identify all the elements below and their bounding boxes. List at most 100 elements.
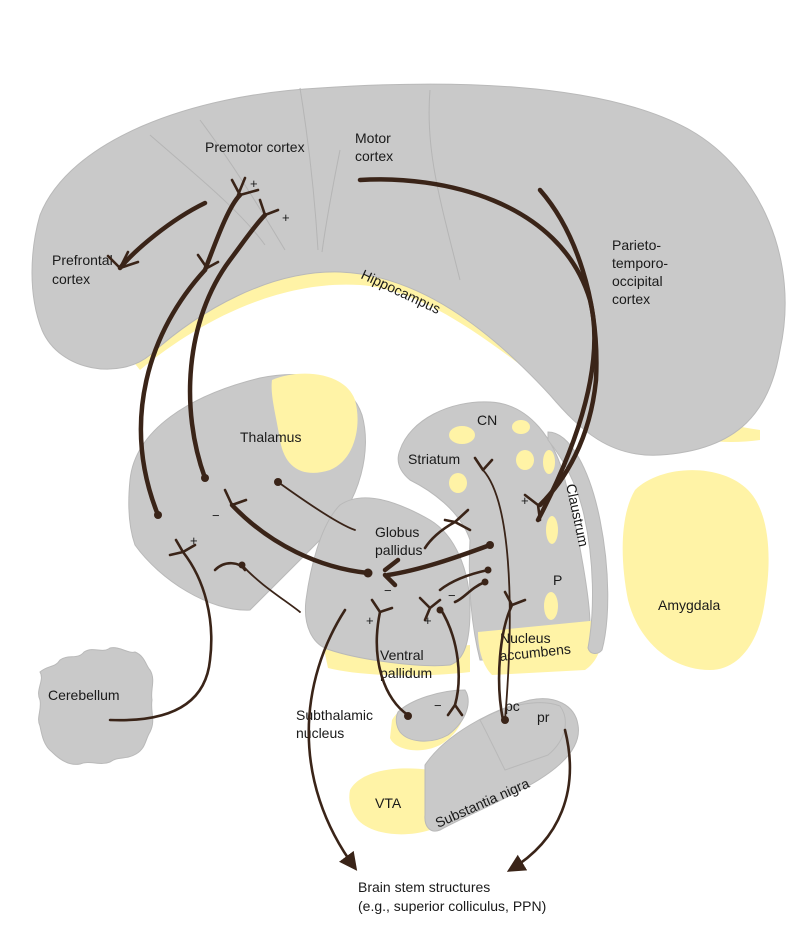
terminal-branch bbox=[446, 703, 464, 717]
cerebellum-shape bbox=[38, 647, 154, 765]
pathway-node bbox=[201, 474, 209, 482]
pathway bbox=[375, 610, 410, 717]
striatum-patch bbox=[546, 516, 558, 544]
cerebellum-label: Cerebellum bbox=[48, 687, 120, 703]
pathway-node bbox=[274, 478, 282, 486]
excitatory-sign: + bbox=[190, 533, 198, 548]
subthalamic-shape bbox=[395, 689, 469, 742]
pathways bbox=[106, 176, 599, 872]
pc-label: pc bbox=[505, 698, 520, 714]
pathway bbox=[482, 469, 511, 721]
striatum-label: Striatum bbox=[408, 451, 460, 467]
terminal-branch bbox=[523, 493, 550, 522]
pathway-node bbox=[238, 561, 246, 569]
pr-label: pr bbox=[537, 709, 550, 725]
globus-pallidus-region: Globus pallidus Ventral pallidum bbox=[304, 497, 471, 681]
pathway-to-brainstem bbox=[506, 728, 572, 872]
pathway bbox=[213, 561, 247, 572]
ventral-pallidum-label-line2: pallidum bbox=[380, 665, 432, 681]
prefrontal-cortex-label-line2: cortex bbox=[52, 271, 90, 287]
amygdala-label: Amygdala bbox=[658, 597, 720, 613]
pathway bbox=[423, 520, 457, 550]
excitatory-sign: + bbox=[366, 613, 374, 628]
inhibitory-sign: − bbox=[212, 508, 220, 523]
pathway-to-brainstem bbox=[307, 608, 358, 871]
nucleus-accumbens-label-line2: accumbens bbox=[499, 641, 572, 664]
striatum-patch bbox=[516, 450, 534, 470]
motor-cortex-label-line2: cortex bbox=[355, 148, 393, 164]
inhibitory-sign: − bbox=[434, 698, 442, 713]
striatum-patch bbox=[449, 473, 467, 493]
excitatory-sign: + bbox=[282, 210, 290, 225]
pathway-node bbox=[404, 712, 412, 720]
pathway-node bbox=[436, 606, 444, 614]
excitatory-sign: + bbox=[250, 176, 258, 191]
thalamus-region: Thalamus bbox=[128, 373, 366, 611]
cortex-divider bbox=[428, 89, 461, 281]
ventral-pallidum-label-line1: Ventral bbox=[380, 647, 424, 663]
subthalamic-label-line2: nucleus bbox=[296, 725, 344, 741]
terminal-branch bbox=[503, 590, 527, 607]
terminal-branch bbox=[258, 198, 280, 217]
brainstem-label-line2: (e.g., superior colliculus, PPN) bbox=[358, 898, 546, 914]
pathway bbox=[537, 187, 599, 508]
pathway bbox=[229, 502, 371, 576]
inhibitory-sign: − bbox=[384, 583, 392, 598]
vta-label: VTA bbox=[375, 795, 402, 811]
prefrontal-cortex-label-line1: Prefrontal bbox=[52, 252, 113, 268]
pathway bbox=[138, 267, 208, 518]
parieto-label-line4: cortex bbox=[612, 291, 650, 307]
inhibitory-sign: − bbox=[448, 588, 456, 603]
substantia-nigra-region: VTA Substantia nigra pc pr bbox=[349, 698, 579, 835]
terminal-branch bbox=[473, 456, 494, 472]
claustrum-shape bbox=[547, 431, 609, 654]
globus-pallidus-label-line2: pallidus bbox=[375, 542, 422, 558]
cerebellum-region: Cerebellum bbox=[38, 647, 154, 765]
pathway bbox=[497, 603, 514, 722]
pathway bbox=[187, 212, 268, 481]
pathway bbox=[385, 542, 493, 578]
premotor-cortex-label: Premotor cortex bbox=[205, 139, 305, 155]
terminal-branch bbox=[230, 176, 260, 197]
pathway bbox=[108, 550, 213, 722]
pathway-node bbox=[484, 566, 492, 574]
amygdala-shape bbox=[622, 470, 769, 670]
striatum-patch bbox=[543, 450, 555, 474]
vta-shape bbox=[349, 768, 430, 835]
subthalamic-label-line1: Subthalamic bbox=[296, 707, 373, 723]
thalamus-highlight bbox=[271, 373, 358, 473]
terminal-branch bbox=[168, 538, 197, 557]
globus-pallidus-label-line1: Globus bbox=[375, 524, 419, 540]
terminal-branch bbox=[418, 596, 442, 622]
pathway-node bbox=[363, 568, 373, 578]
excitatory-sign: + bbox=[424, 613, 432, 628]
pathway bbox=[438, 568, 490, 592]
brainstem-label-line1: Brain stem structures bbox=[358, 879, 490, 895]
striatum-patch bbox=[544, 592, 558, 620]
terminal-branch bbox=[196, 253, 220, 270]
amygdala-region: Amygdala bbox=[622, 470, 769, 670]
pathway bbox=[438, 606, 460, 707]
subthalamic-region: Subthalamic nucleus bbox=[296, 689, 469, 751]
cortex-divider bbox=[321, 149, 341, 253]
motor-cortex-label-line1: Motor bbox=[355, 130, 391, 146]
striatum-patch bbox=[449, 426, 475, 444]
pathway-node bbox=[154, 511, 162, 519]
cn-label: CN bbox=[477, 412, 497, 428]
cortex-divider bbox=[149, 134, 266, 246]
striatum-patch bbox=[512, 420, 530, 434]
parieto-label-line1: Parieto- bbox=[612, 237, 661, 253]
pathway-node bbox=[486, 541, 494, 549]
pathway-node bbox=[481, 578, 489, 586]
parieto-label-line3: occipital bbox=[612, 273, 663, 289]
polarity-signs: + + + − + − − + + − bbox=[190, 176, 529, 713]
nucleus-accumbens-label-line1: Nucleus bbox=[500, 630, 551, 646]
pathway bbox=[382, 557, 401, 588]
pathway bbox=[453, 580, 487, 604]
parieto-label-line2: temporo- bbox=[612, 255, 668, 271]
pathway bbox=[277, 481, 356, 531]
terminal-branch bbox=[223, 488, 248, 507]
terminal-branch bbox=[370, 598, 394, 614]
putamen-label: P bbox=[553, 572, 562, 588]
